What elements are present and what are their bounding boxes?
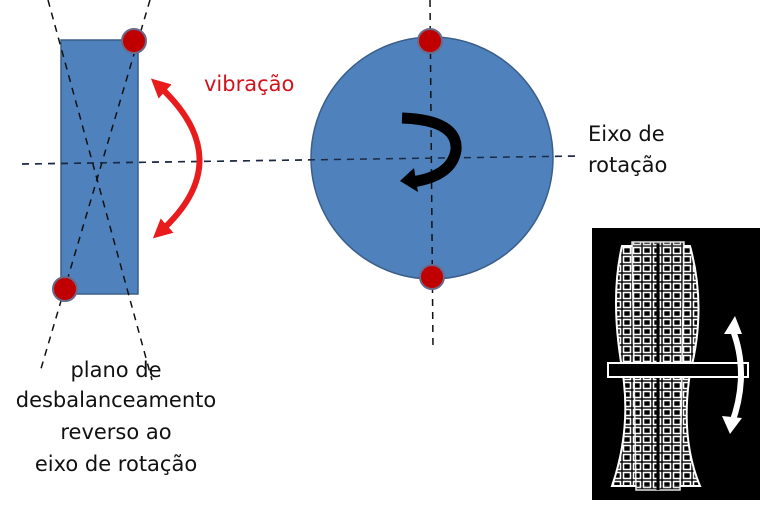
axis-label-line2: rotação (588, 153, 668, 177)
plane-label-line2: desbalanceamento (15, 388, 217, 412)
axis-label-line1: Eixo de (588, 122, 665, 146)
axis-overlay (21, 155, 581, 165)
mass-dot-bottom-left (52, 276, 78, 302)
vibration-label: vibração (204, 72, 295, 96)
disc-side-view (60, 39, 139, 295)
wobbling-tire-illustration (592, 228, 760, 500)
rotation-arrow-icon (401, 112, 462, 188)
plane-label-line1: plano de (70, 358, 162, 382)
mass-dot-top (417, 28, 443, 54)
wobble-arrow-icon (729, 326, 744, 425)
mass-dot-bottom (419, 264, 445, 290)
vibration-arrow-icon (150, 78, 203, 239)
plane-label-line3: reverso ao (60, 420, 172, 444)
plane-label-line4: eixo de rotação (34, 452, 198, 476)
mass-dot-top-right (121, 28, 147, 54)
axle-shaft (607, 362, 749, 378)
unbalance-plane-line-1 (47, 0, 153, 381)
rotation-arrowhead (400, 168, 418, 192)
